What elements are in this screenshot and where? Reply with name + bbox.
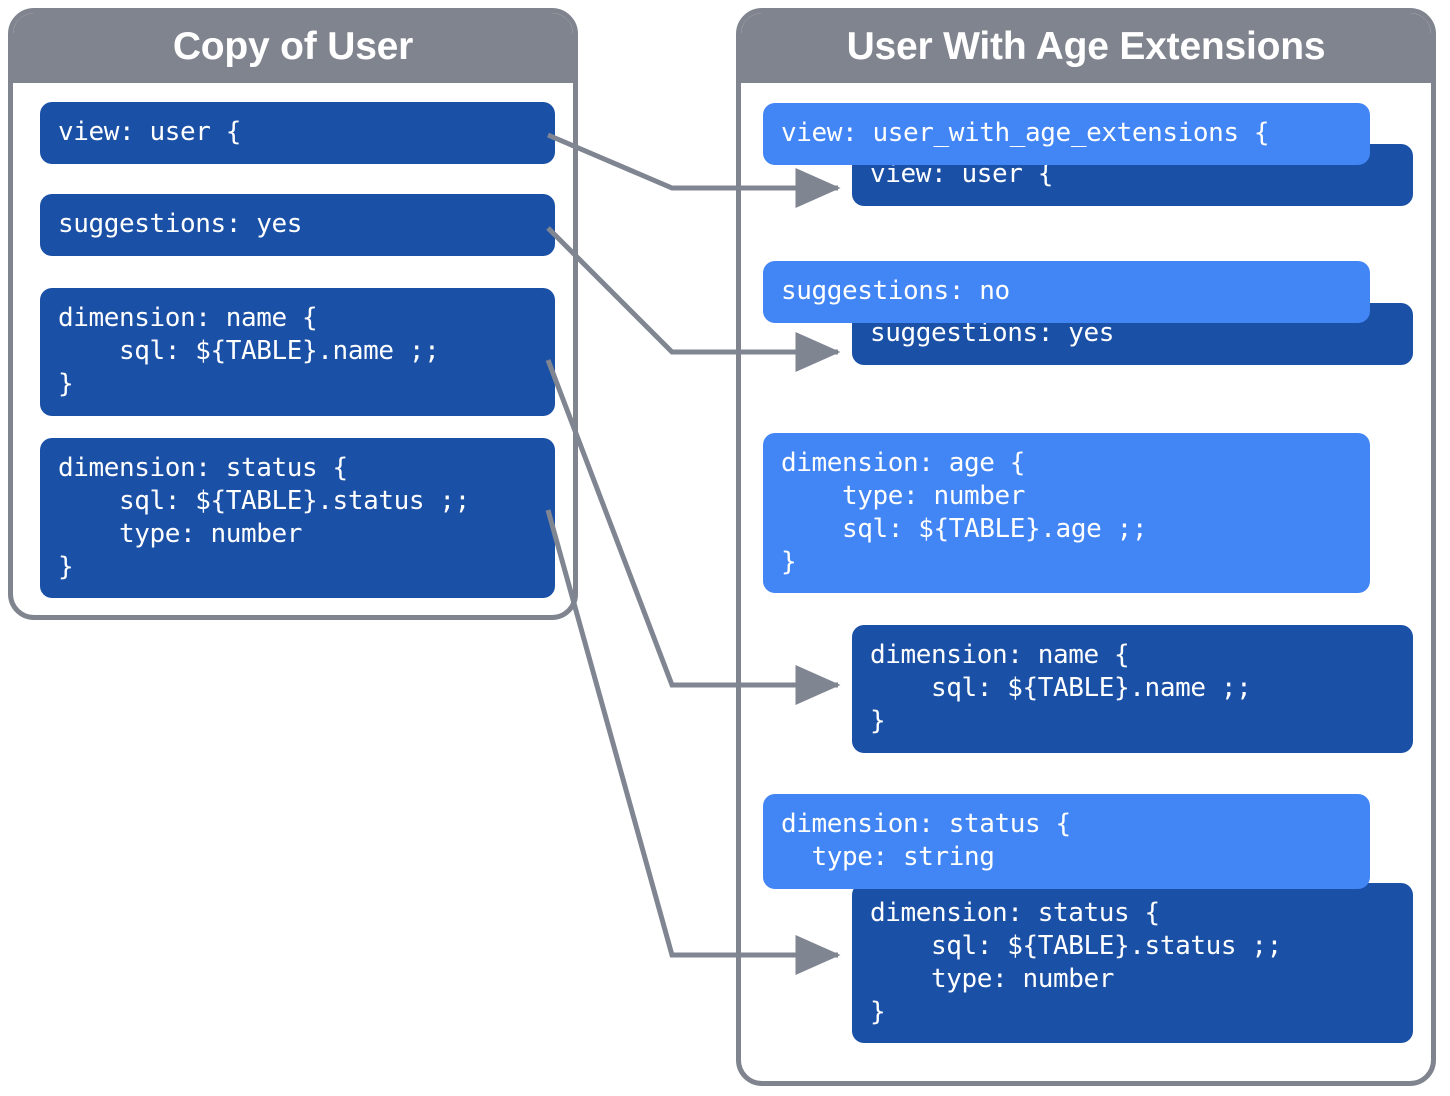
left-dimension-status-block[interactable]: dimension: status { sql: ${TABLE}.status… <box>40 438 555 598</box>
right-suggestions-override-block[interactable]: suggestions: no <box>763 261 1370 323</box>
left-view-block[interactable]: view: user { <box>40 102 555 164</box>
right-dimension-age-block[interactable]: dimension: age { type: number sql: ${TAB… <box>763 433 1370 593</box>
left-suggestions-block[interactable]: suggestions: yes <box>40 194 555 256</box>
right-view-extension-block[interactable]: view: user_with_age_extensions { <box>763 103 1370 165</box>
panel-right-title: User With Age Extensions <box>741 13 1431 83</box>
panel-user-with-age-extensions: User With Age Extensions view: user_with… <box>736 8 1436 1086</box>
right-dimension-name-inherited-block[interactable]: dimension: name { sql: ${TABLE}.name ;; … <box>852 625 1413 753</box>
panel-left-title: Copy of User <box>13 13 573 83</box>
panel-copy-of-user: Copy of User view: user { suggestions: y… <box>8 8 578 620</box>
right-dimension-status-inherited-block[interactable]: dimension: status { sql: ${TABLE}.status… <box>852 883 1413 1043</box>
left-dimension-name-block[interactable]: dimension: name { sql: ${TABLE}.name ;; … <box>40 288 555 416</box>
right-dimension-status-override-block[interactable]: dimension: status { type: string <box>763 794 1370 889</box>
